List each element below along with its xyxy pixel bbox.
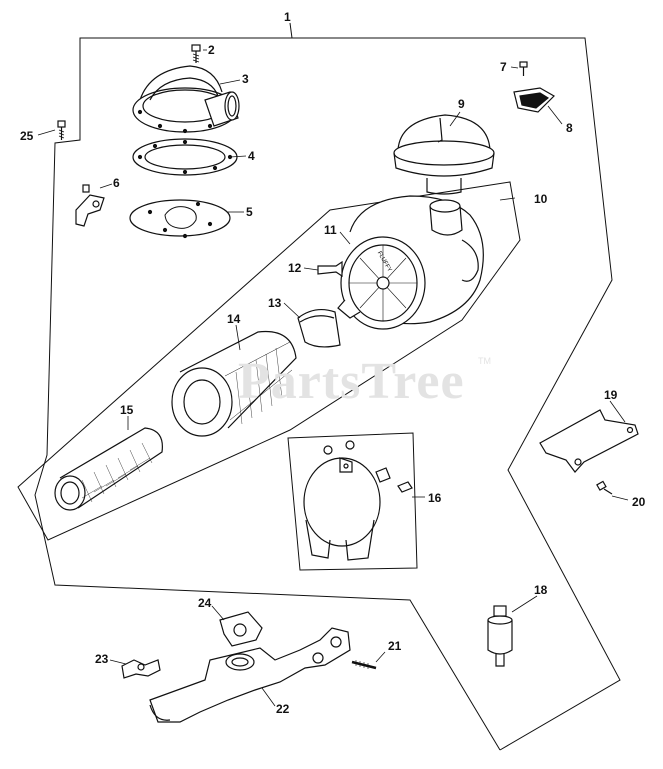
bracket-19[interactable] [539, 409, 639, 473]
callout-2[interactable]: 2 [208, 43, 215, 57]
screw-25[interactable] [57, 120, 66, 140]
callout-18[interactable]: 18 [534, 583, 548, 597]
callout-4[interactable]: 4 [248, 149, 255, 163]
callout-11[interactable]: 11 [324, 223, 337, 237]
valve-13[interactable] [297, 308, 341, 348]
screw-7[interactable] [519, 61, 528, 76]
callout-1[interactable]: 1 [284, 10, 291, 24]
callout-25[interactable]: 25 [20, 129, 34, 143]
air-cleaner-group-outline [17, 181, 521, 541]
watermark-trademark: TM [478, 356, 491, 366]
primary-filter-14[interactable] [171, 330, 297, 437]
stud-21[interactable] [351, 660, 377, 670]
gasket-4[interactable] [132, 138, 238, 176]
callout-8[interactable]: 8 [566, 121, 573, 135]
end-cover-16[interactable] [303, 440, 413, 561]
callout-12[interactable]: 12 [288, 261, 302, 275]
callout-22[interactable]: 22 [276, 702, 290, 716]
leader-lines [37, 49, 629, 707]
callout-10[interactable]: 10 [534, 192, 548, 206]
callout-5[interactable]: 5 [246, 205, 253, 219]
callout-14[interactable]: 14 [227, 312, 241, 326]
callout-3[interactable]: 3 [242, 72, 249, 86]
callout-24[interactable]: 24 [198, 596, 212, 610]
screw-20[interactable] [596, 480, 613, 495]
callout-13[interactable]: 13 [268, 296, 282, 310]
callout-7[interactable]: 7 [500, 60, 507, 74]
callout-20[interactable]: 20 [632, 495, 646, 509]
housing-cover-11[interactable]: FLUFFY [337, 236, 426, 330]
latch-12[interactable] [317, 260, 343, 278]
gasket-23[interactable] [121, 659, 161, 679]
assembly-boundary-line [34, 22, 621, 751]
callout-21[interactable]: 21 [388, 639, 402, 653]
intake-manifold-22[interactable] [149, 627, 351, 723]
gasket-plate-5[interactable] [129, 199, 231, 239]
callout-9[interactable]: 9 [458, 97, 465, 111]
elbow-cover-3[interactable] [132, 65, 240, 134]
cover-group-outline [287, 432, 418, 571]
watermark: PartsTree [238, 353, 465, 410]
callout-19[interactable]: 19 [604, 388, 618, 402]
precleaner-cap-9[interactable] [393, 114, 495, 195]
fuel-filter-18[interactable] [487, 605, 513, 667]
bracket-6[interactable] [75, 184, 105, 227]
callout-15[interactable]: 15 [120, 403, 134, 417]
callout-6[interactable]: 6 [113, 176, 120, 190]
gasket-24[interactable] [219, 611, 263, 647]
callout-16[interactable]: 16 [428, 491, 442, 505]
screw-2[interactable] [191, 44, 201, 63]
safety-filter-15[interactable] [54, 427, 163, 511]
clip-8[interactable] [513, 87, 555, 113]
callout-23[interactable]: 23 [95, 652, 109, 666]
